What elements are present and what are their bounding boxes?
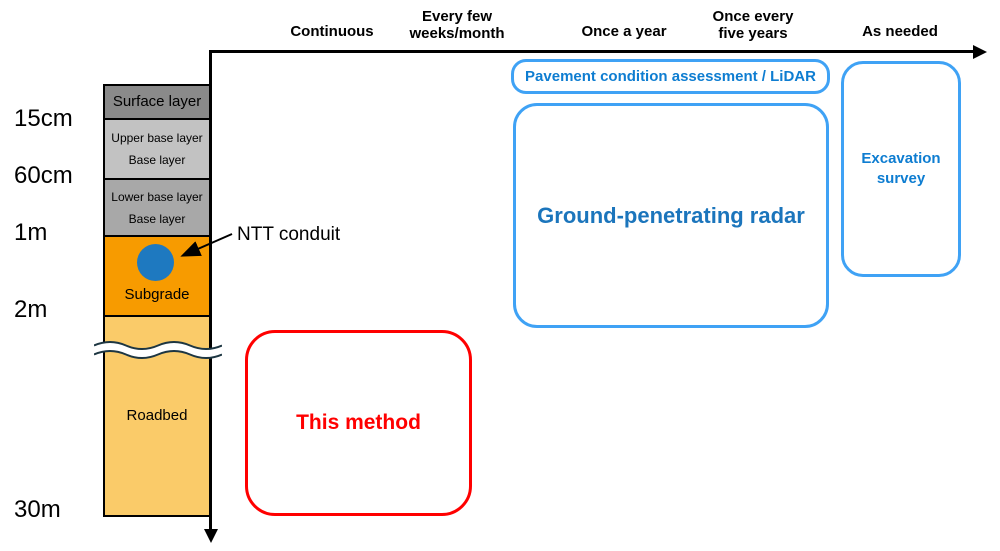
axis-label-continuous: Continuous [290,23,374,40]
method-box-excavation-survey: Excavation survey [841,61,961,277]
layer-lower-base: Lower base layer Base layer [105,178,209,235]
method-box-this-method: This method [245,330,472,516]
column-break-wave [94,341,222,359]
method-box-pavement-lidar: Pavement condition assessment / LiDAR [511,59,830,94]
ntt-conduit-label: NTT conduit [237,224,341,245]
method-box-ground-penetrating-radar: Ground-penetrating radar [513,103,829,328]
axis-label-once-a-year: Once a year [581,23,667,40]
depth-tick-15cm: 15cm [14,105,73,132]
frequency-axis-arrow-icon [973,44,987,59]
layer-upper-base: Upper base layer Base layer [105,118,209,178]
ntt-conduit-icon [137,244,174,281]
depth-tick-30m: 30m [14,496,61,523]
layer-surface: Surface layer [105,86,209,118]
axis-label-once-every-five-years: Once every five years [712,8,794,42]
ground-layer-column: Surface layer Upper base layer Base laye… [103,84,211,517]
depth-axis-arrow-icon [203,529,218,543]
depth-tick-60cm: 60cm [14,162,73,189]
axis-label-every-few-weeks: Every few weeks/month [409,8,505,42]
depth-tick-2m: 2m [14,296,48,323]
ntt-conduit-arrow [180,233,233,257]
axis-label-as-needed: As needed [862,23,938,40]
depth-tick-1m: 1m [14,219,48,246]
frequency-axis-line [210,50,975,53]
